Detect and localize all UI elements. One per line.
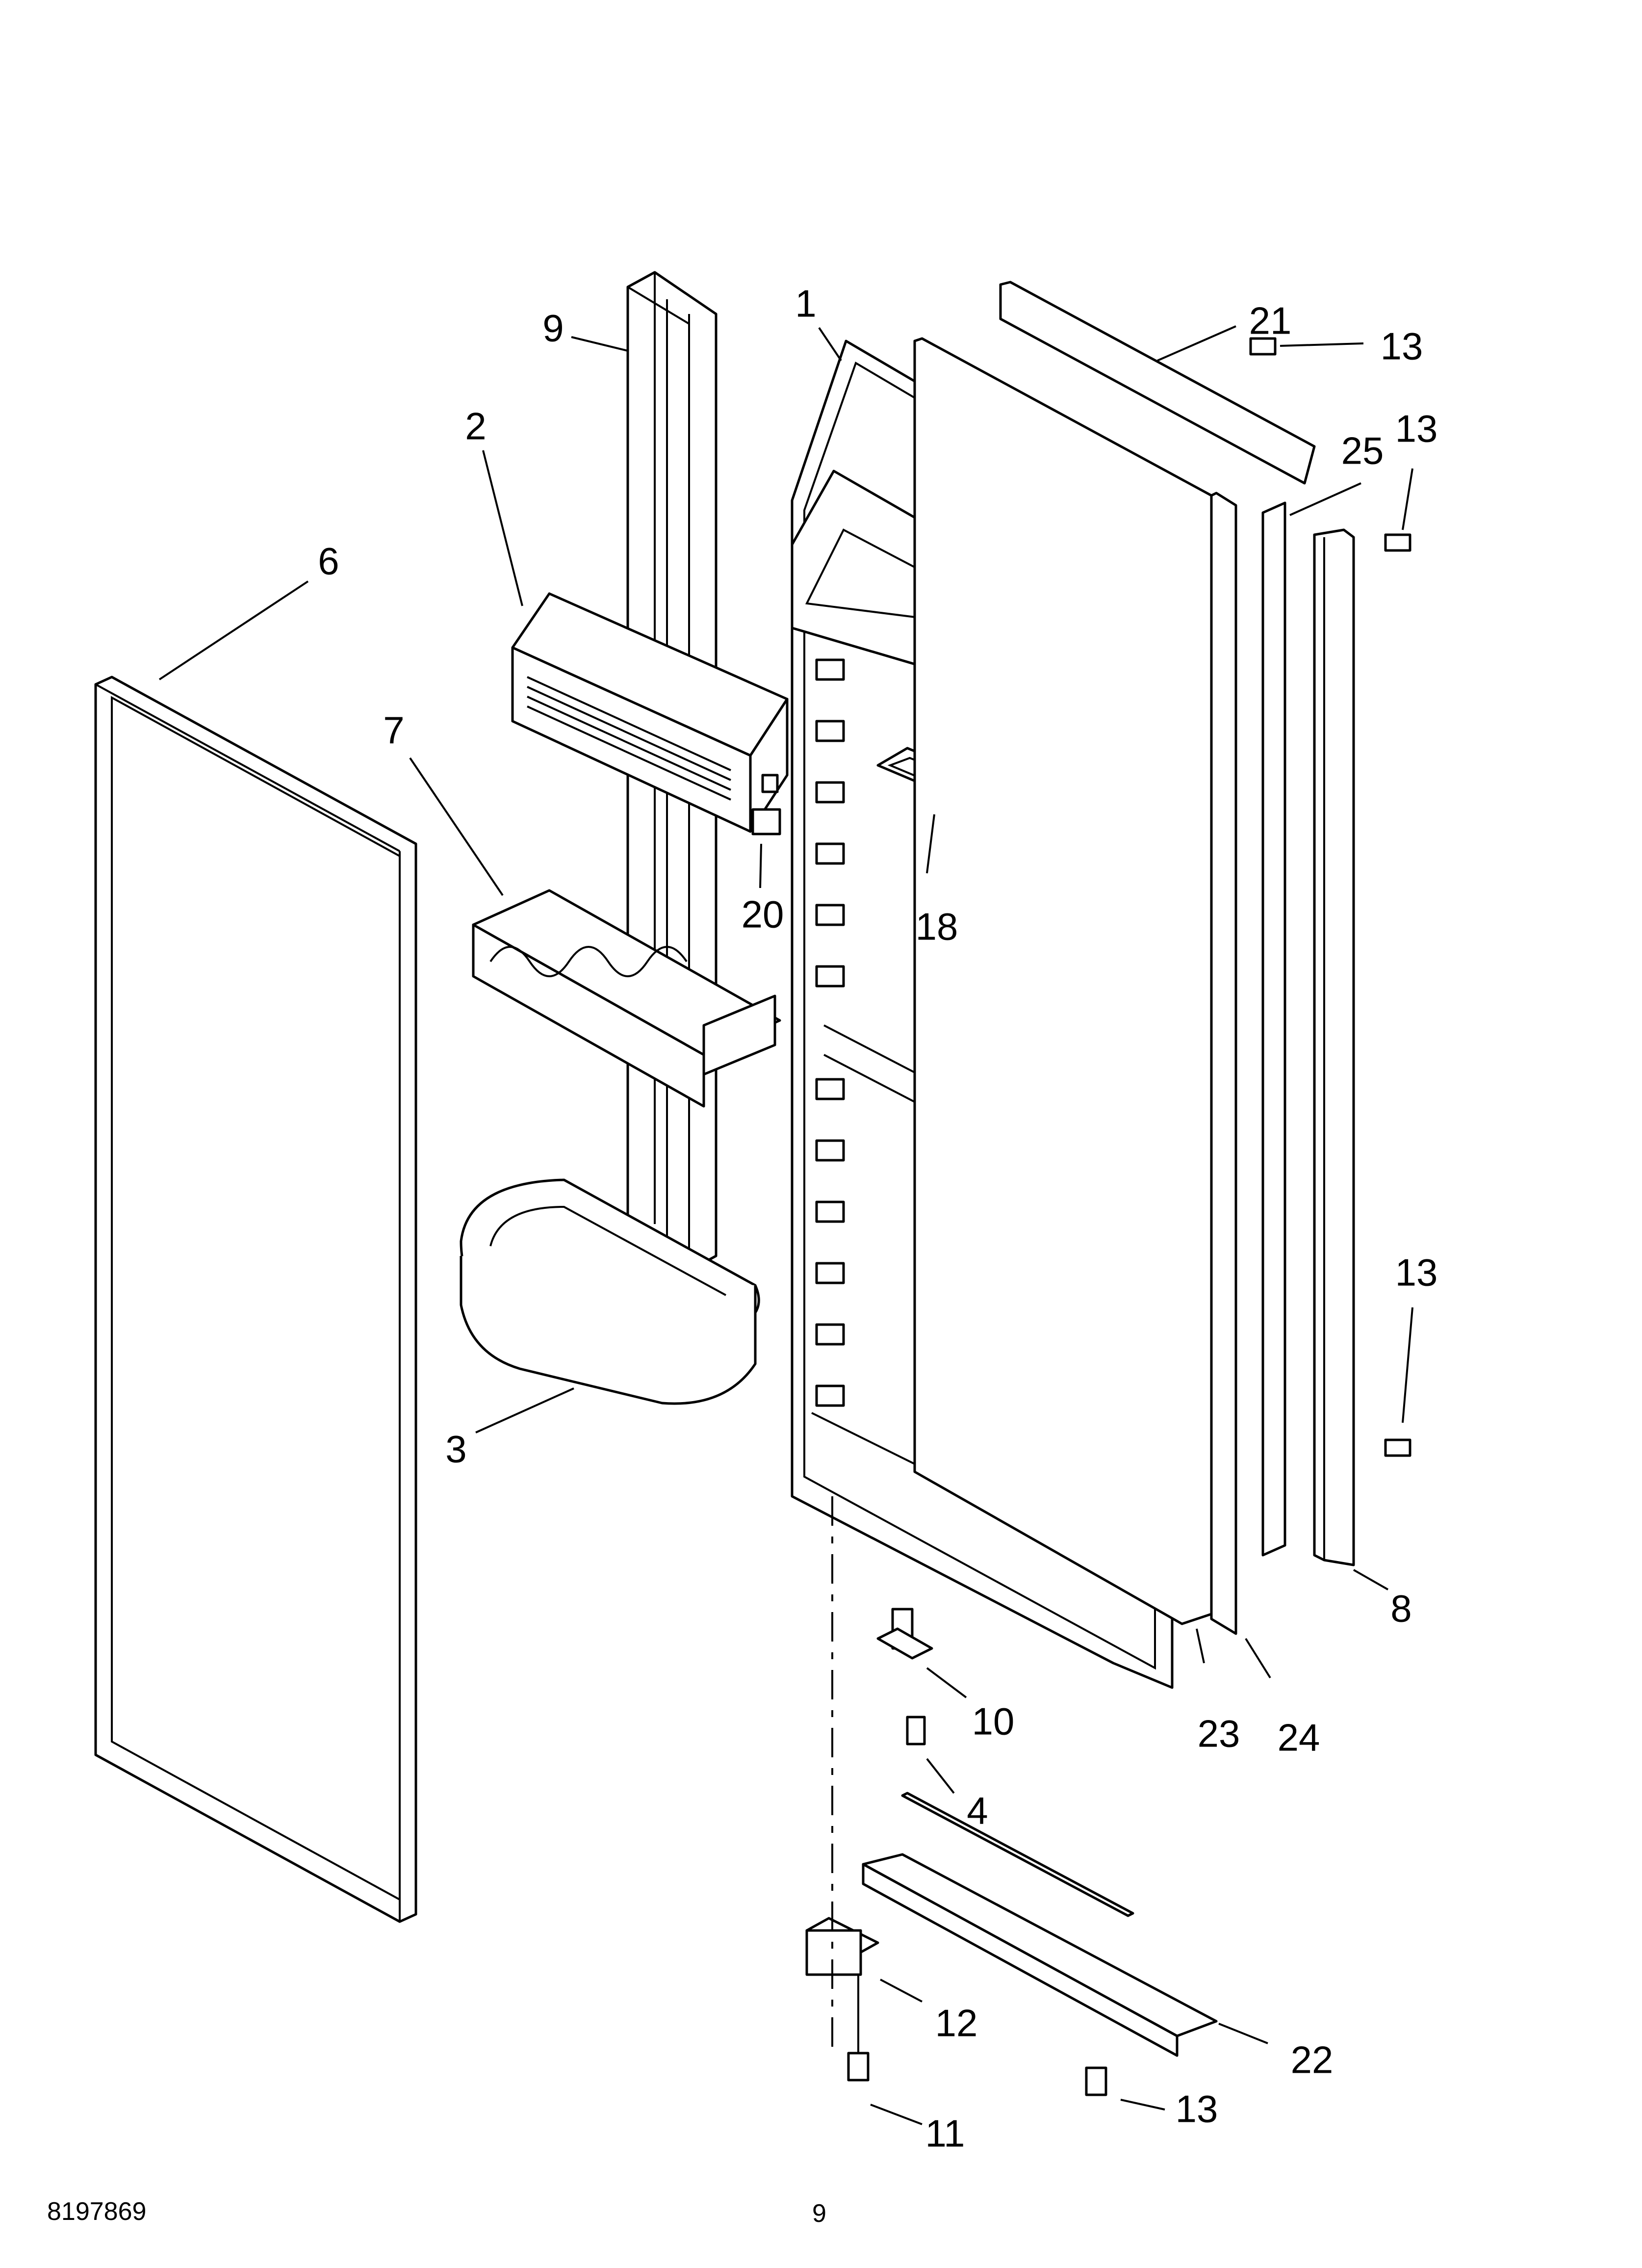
part-21-top-channel: [999, 281, 1316, 485]
callout-13-right-lower: 13: [1395, 1251, 1438, 1294]
callout-1: 1: [795, 282, 816, 325]
callout-18: 18: [916, 905, 958, 948]
page-number: 9: [812, 2199, 826, 2228]
part-23-door-panel: [913, 337, 1213, 1625]
callout-10: 10: [972, 1700, 1015, 1743]
part-8-side-channel: [1313, 528, 1355, 1566]
callout-7: 7: [383, 709, 404, 752]
callout-13-right-upper: 13: [1395, 407, 1438, 450]
callout-12: 12: [935, 2002, 978, 2045]
callout-20: 20: [742, 893, 784, 936]
part-13-screw-right-upper: [1384, 533, 1411, 552]
part-6-door-gasket: [94, 676, 417, 1923]
part-13-screw-right-lower: [1384, 1438, 1411, 1457]
callout-21: 21: [1249, 299, 1292, 342]
part-2-dispenser-cover: [511, 592, 789, 833]
callout-23: 23: [1198, 1712, 1240, 1755]
callout-4: 4: [967, 1789, 988, 1832]
callout-6: 6: [318, 540, 339, 583]
callout-25: 25: [1341, 429, 1384, 472]
part-25-edge-strip: [1261, 501, 1286, 1557]
callout-11: 11: [925, 2112, 965, 2155]
part-22-hinge-plate: [862, 1792, 1218, 2057]
part-12-hinge-bracket: [805, 1917, 879, 1976]
callout-9: 9: [542, 307, 564, 350]
part-20-screw: [751, 774, 781, 835]
callout-22: 22: [1291, 2038, 1334, 2082]
callout-8: 8: [1390, 1587, 1411, 1630]
part-24-door-panel: [1210, 492, 1237, 1635]
part-13-screw-top: [1249, 337, 1277, 356]
part-7-door-shelf: [472, 889, 781, 1108]
callout-3: 3: [445, 1428, 466, 1471]
part-3-door-bin: [460, 1178, 760, 1405]
part-13-screw-bottom: [1085, 2066, 1107, 2096]
leader-lines: [158, 325, 1413, 2125]
callout-24: 24: [1278, 1716, 1320, 1759]
part-4-screw: [906, 1716, 926, 1746]
callout-2: 2: [465, 405, 486, 448]
document-number: 8197869: [47, 2197, 147, 2226]
callout-13-bottom: 13: [1176, 2087, 1218, 2131]
part-10-hinge-pin: [876, 1608, 933, 1660]
part-11-screw: [847, 2052, 870, 2082]
callout-13-top: 13: [1381, 325, 1423, 368]
